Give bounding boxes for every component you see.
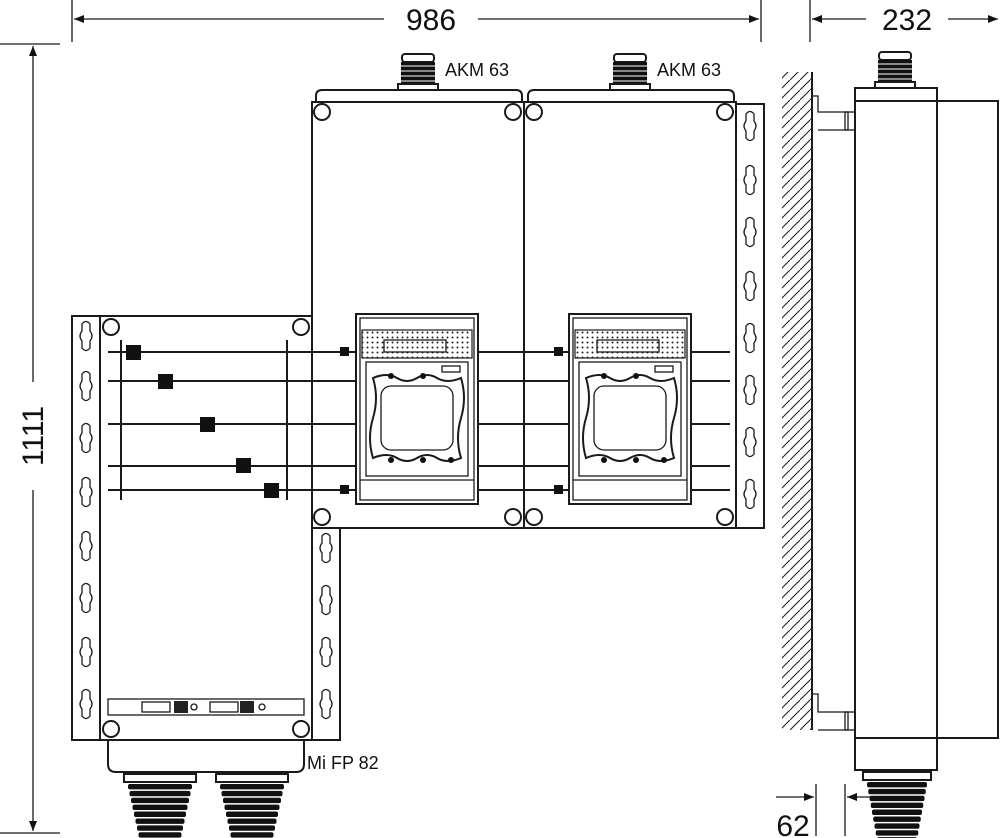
keyhole-slot <box>79 636 93 668</box>
base-bottom-housing <box>107 739 305 773</box>
dimension-height: 1111 <box>0 43 60 834</box>
dimension-wall-offset: 62 <box>776 784 884 838</box>
keyhole-slot <box>79 476 93 508</box>
keyhole-slot <box>743 216 757 248</box>
cable-gland-icon <box>874 51 916 89</box>
cable-gland-icon <box>123 773 197 838</box>
base-right-rail <box>311 527 341 741</box>
gland-label-right: AKM 63 <box>657 60 721 80</box>
switch-disconnector <box>568 313 692 505</box>
keyhole-slot <box>79 582 93 614</box>
keyhole-slot <box>79 422 93 454</box>
keyhole-slot <box>743 374 757 406</box>
keyhole-slot <box>743 270 757 302</box>
cable-gland-icon <box>609 53 651 91</box>
cable-gland-icon <box>862 771 932 838</box>
keyhole-slot <box>79 370 93 402</box>
keyhole-slot <box>743 322 757 354</box>
right-mounting-rail <box>735 103 765 529</box>
keyhole-slot <box>319 636 333 668</box>
keyhole-slot <box>79 530 93 562</box>
keyhole-slot <box>79 320 93 352</box>
keyhole-slot <box>319 688 333 720</box>
base-distribution-unit <box>99 315 313 741</box>
keyhole-slot <box>743 110 757 142</box>
height-value: 1111 <box>17 406 50 466</box>
width-value: 986 <box>406 4 456 37</box>
left-mounting-rail <box>71 315 101 741</box>
keyhole-slot <box>743 478 757 510</box>
dimension-depth: 232 <box>809 0 998 42</box>
keyhole-slot <box>319 532 333 564</box>
busbar-clamps <box>126 345 563 498</box>
wall-offset-value: 62 <box>776 810 809 838</box>
keyhole-slot <box>743 164 757 196</box>
terminal-strip <box>107 698 305 716</box>
gland-label-left: AKM 63 <box>445 60 509 80</box>
keyhole-slot <box>79 688 93 720</box>
cable-gland-icon <box>215 773 289 838</box>
base-unit-label: Mi FP 82 <box>307 753 379 773</box>
side-view <box>782 72 999 771</box>
keyhole-slot <box>743 426 757 458</box>
switch-disconnector <box>355 313 479 505</box>
dimension-width: 986 <box>71 0 762 42</box>
keyhole-slot <box>319 584 333 616</box>
cable-gland-icon <box>397 53 439 91</box>
depth-value: 232 <box>882 4 932 37</box>
